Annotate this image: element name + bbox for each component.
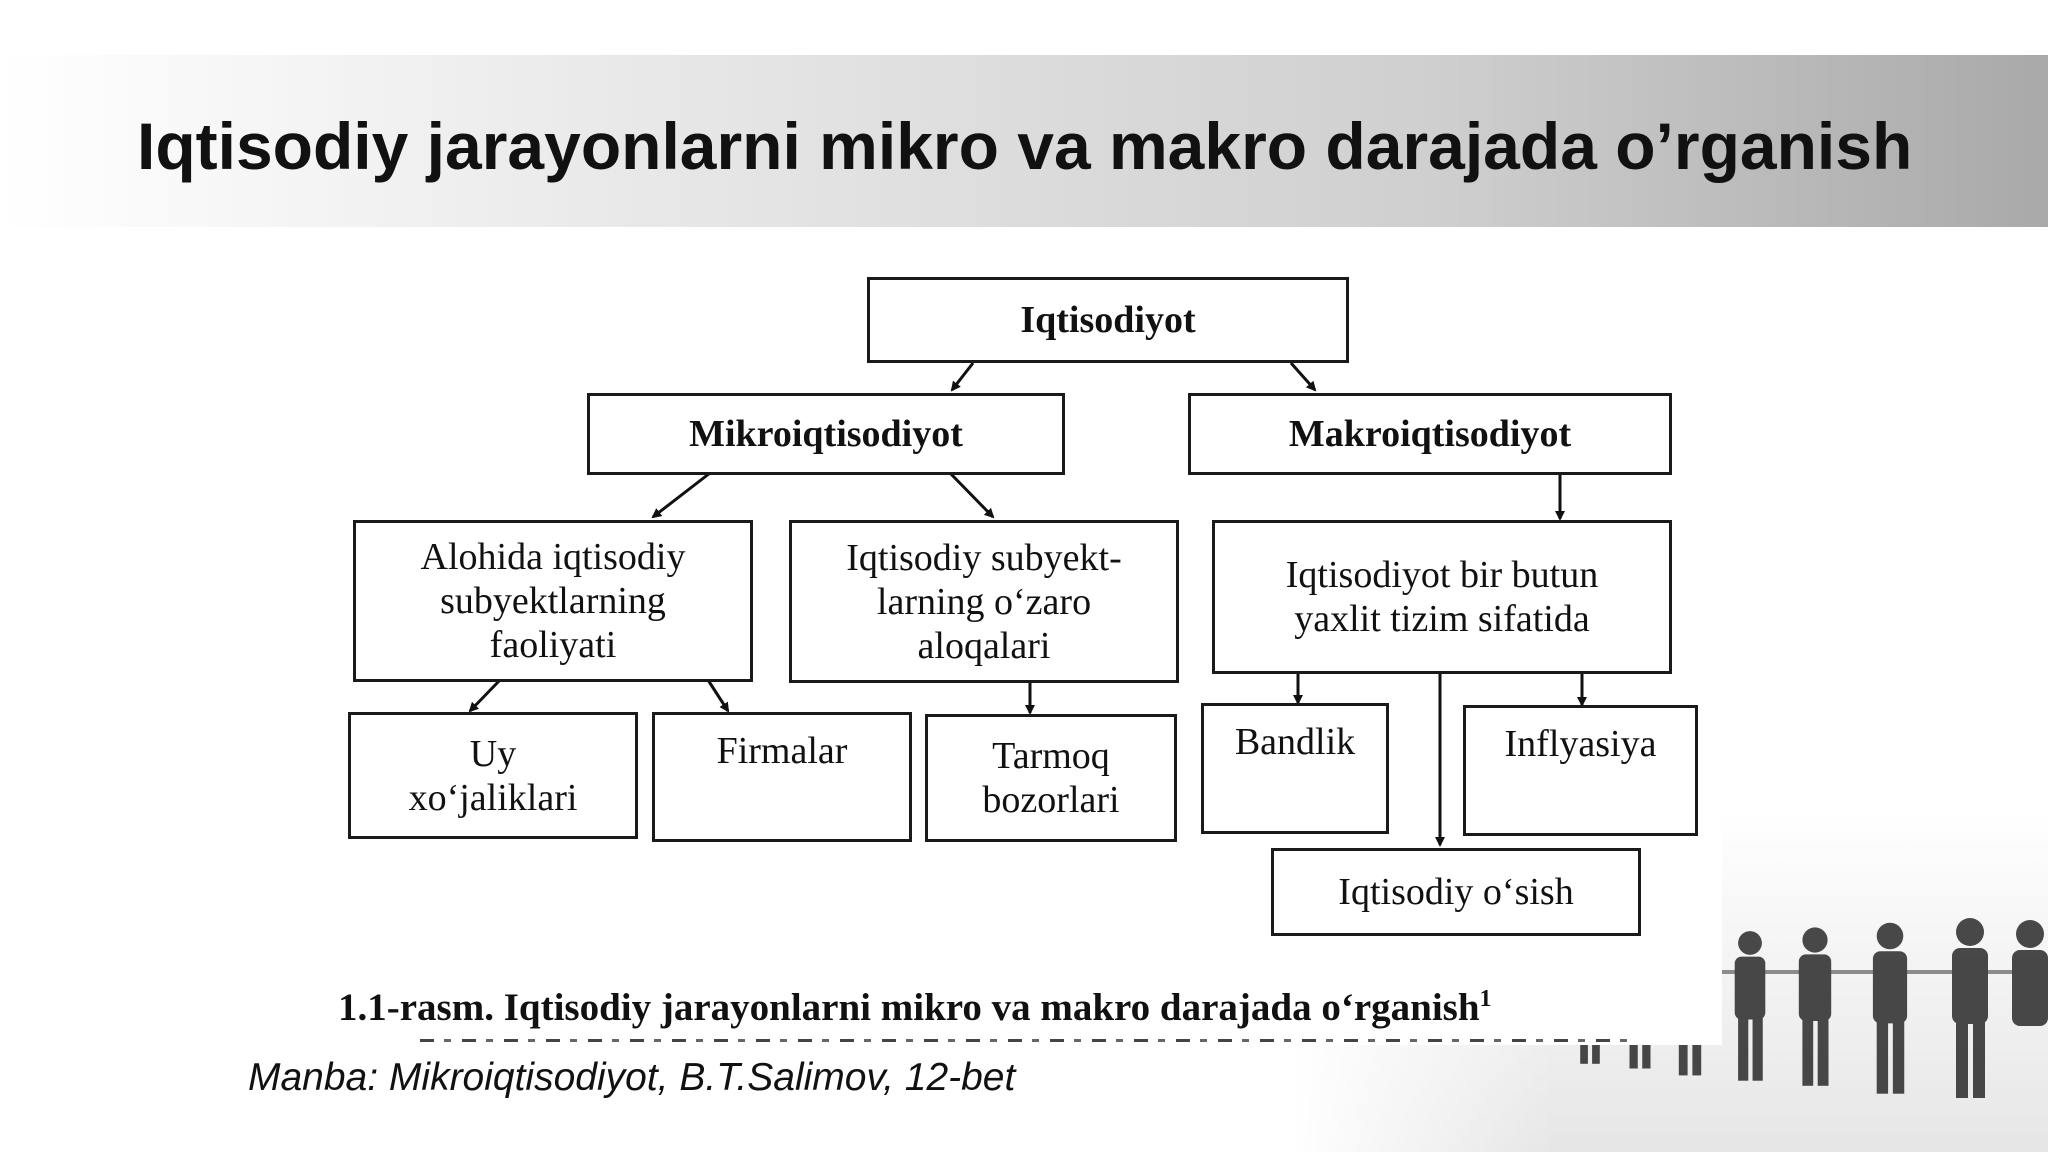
node-individual-activity: Alohida iqtisodiy subyektlarning faoliya… — [353, 520, 753, 682]
node-makroiqtisodiyot: Makroiqtisodiyot — [1188, 393, 1672, 475]
node-individual-activity-line-2: subyektlarning — [440, 580, 666, 622]
node-whole-system-line-2: yaxlit tizim sifatida — [1294, 598, 1590, 640]
node-firms: Firmalar — [652, 712, 912, 842]
title-band — [0, 55, 2048, 227]
node-mikroiqtisodiyot-label: Mikroiqtisodiyot — [689, 413, 963, 455]
node-growth-label: Iqtisodiy o‘sish — [1338, 871, 1574, 913]
figure-caption-footnote-mark: 1 — [1479, 986, 1492, 1012]
node-employment: Bandlik — [1201, 703, 1389, 834]
node-iqtisodiyot: Iqtisodiyot — [867, 277, 1349, 363]
arrow-root-to-macro — [1289, 362, 1317, 392]
node-households-line-1: Uy — [469, 732, 517, 775]
node-mutual-relations-line-2: larning o‘zaro — [876, 580, 1092, 623]
node-mikroiqtisodiyot: Mikroiqtisodiyot — [587, 393, 1065, 475]
node-firms-label: Firmalar — [716, 730, 848, 772]
node-mutual-relations-line-3: aloqalari — [917, 624, 1051, 667]
node-employment-label: Bandlik — [1234, 721, 1356, 763]
node-inflation: Inflyasiya — [1463, 705, 1698, 836]
node-growth: Iqtisodiy o‘sish — [1271, 848, 1641, 936]
arrow-individual-to-households — [468, 678, 502, 713]
node-mutual-relations-line-1: Iqtisodiy subyekt- — [846, 536, 1122, 579]
node-markets-line-2: bozorlari — [982, 779, 1120, 821]
node-iqtisodiyot-label: Iqtisodiyot — [1020, 299, 1196, 341]
node-households: Uy xo‘jaliklari — [348, 712, 638, 839]
node-mutual-relations: Iqtisodiy subyekt- larning o‘zaro aloqal… — [789, 520, 1179, 683]
connector-arrows — [468, 362, 1587, 847]
source-note: Manba: Mikroiqtisodiyot, B.T.Salimov, 12… — [248, 1056, 1016, 1099]
figure-caption-text: 1.1-rasm. Iqtisodiy jarayonlarni mikro v… — [338, 986, 1480, 1029]
figure-caption: 1.1-rasm. Iqtisodiy jarayonlarni mikro v… — [338, 985, 1492, 1030]
node-individual-activity-line-1: Alohida iqtisodiy — [420, 536, 686, 578]
node-individual-activity-line-3: faoliyati — [489, 624, 617, 666]
node-inflation-label: Inflyasiya — [1504, 723, 1657, 765]
node-whole-system: Iqtisodiyot bir butun yaxlit tizim sifat… — [1212, 520, 1672, 674]
cropped-footnote-line — [420, 1035, 1630, 1045]
node-whole-system-line-1: Iqtisodiyot bir butun — [1285, 554, 1599, 596]
arrow-micro-to-individual — [651, 471, 711, 519]
node-makroiqtisodiyot-label: Makroiqtisodiyot — [1288, 413, 1572, 455]
arrow-root-to-micro — [950, 362, 975, 392]
node-markets: Tarmoq bozorlari — [925, 714, 1177, 842]
arrow-individual-to-firms — [706, 679, 730, 713]
diagram-scan: Iqtisodiyot Mikroiqtisodiyot Makroiqtiso… — [330, 255, 1722, 1045]
node-households-line-2: xo‘jaliklari — [408, 776, 578, 819]
node-markets-line-1: Tarmoq — [992, 735, 1110, 777]
arrow-micro-to-relations — [948, 471, 995, 519]
slide-title: Iqtisodiy jarayonlarni mikro va makro da… — [137, 109, 1913, 183]
